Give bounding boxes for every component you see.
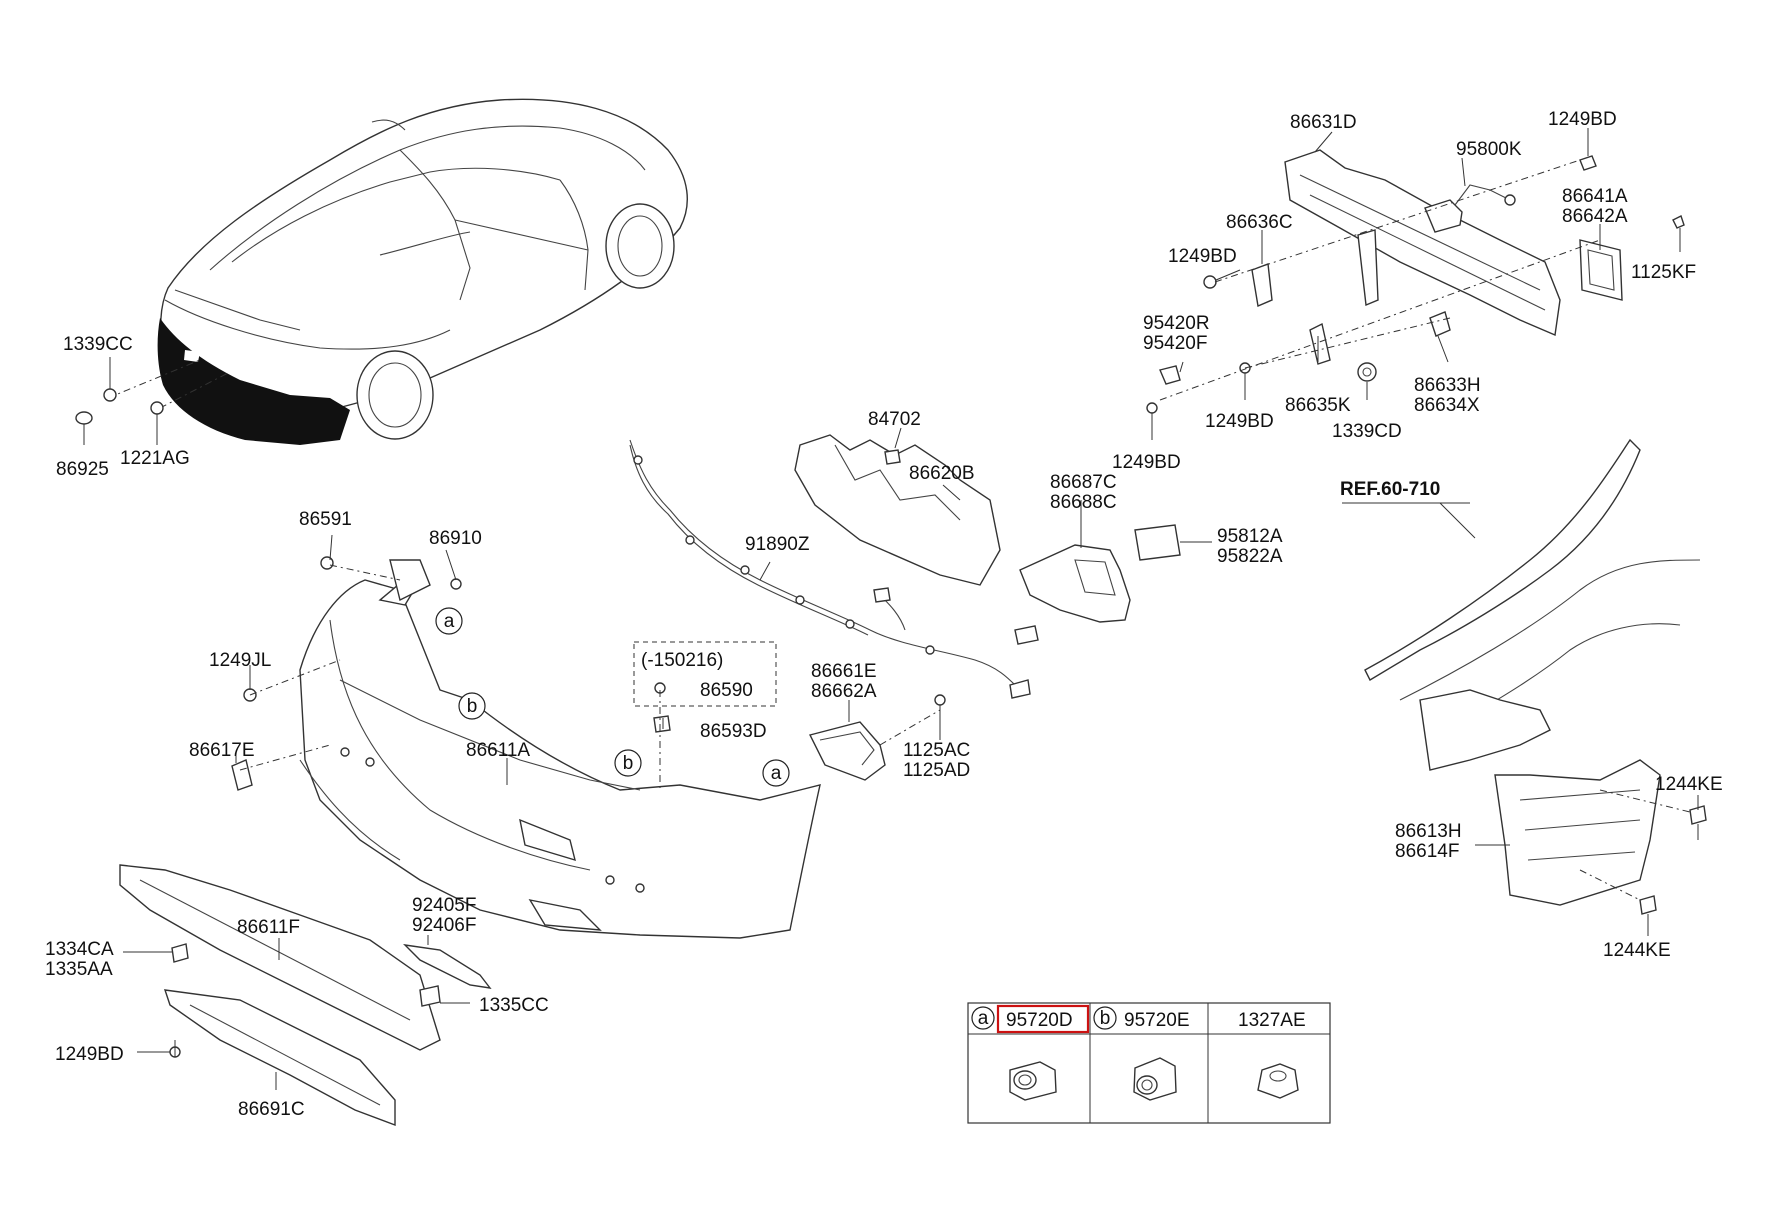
callout-a-1: a: [435, 607, 463, 635]
callout-b-2-text: b: [623, 753, 634, 774]
bracket-86641A: [1579, 239, 1623, 301]
label-86688C: 86688C: [1050, 492, 1117, 513]
fasteners-top-left: [75, 357, 231, 445]
nut-icon: [1257, 1063, 1299, 1099]
label-95800K: 95800K: [1456, 139, 1522, 160]
label-86642A: 86642A: [1562, 206, 1628, 227]
label-86634X: 86634X: [1414, 395, 1480, 416]
legend-col-b: b 95720E: [1093, 1006, 1190, 1101]
callout-b-1: b: [458, 692, 486, 720]
label-86611F: 86611F: [237, 917, 300, 938]
label-86662A: 86662A: [811, 681, 877, 702]
reflector-92405F: [403, 944, 492, 989]
label-86590: 86590: [700, 680, 753, 701]
skid-plate-86691C: [163, 989, 396, 1127]
label-95822A: 95822A: [1217, 546, 1283, 567]
label-92405F: 92405F: [412, 895, 476, 916]
callout-b-2: b: [614, 749, 642, 777]
label-1249BD-bottom: 1249BD: [55, 1044, 124, 1065]
label-1249JL: 1249JL: [209, 650, 271, 671]
bracket-86687C: [1019, 544, 1131, 623]
legend-part-95720E: 95720E: [1124, 1010, 1190, 1031]
label-1244KE-bot: 1244KE: [1603, 940, 1671, 961]
label-86591: 86591: [299, 509, 352, 530]
sensor-95800K: [1424, 184, 1516, 233]
wiring-harness-91890Z: [629, 439, 1039, 699]
label-1335CC: 1335CC: [479, 995, 549, 1016]
label-1249BD-left: 1249BD: [1168, 246, 1237, 267]
label-92406F: 92406F: [412, 915, 476, 936]
label-86687C: 86687C: [1050, 472, 1117, 493]
quarter-panel-ref: [1364, 438, 1701, 771]
callout-a-1-text: a: [444, 611, 455, 632]
ref-label: REF.60-710: [1340, 479, 1440, 500]
sensor-icon: [1133, 1057, 1177, 1101]
module-95812A: [1134, 524, 1212, 561]
leader-lines: [123, 131, 1699, 1090]
label-1221AG: 1221AG: [120, 448, 190, 469]
part-labels: 1339CC 86925 1221AG 86631D 95800K 1249BD…: [45, 109, 1723, 1120]
label-1125AC: 1125AC: [903, 740, 970, 761]
label-86611A: 86611A: [466, 740, 530, 761]
variant-note: (-150216): [641, 650, 723, 671]
label-1249BD-low: 1249BD: [1112, 452, 1181, 473]
label-1125KF: 1125KF: [1631, 262, 1696, 283]
label-86641A: 86641A: [1562, 186, 1628, 207]
sensor-icon: [1009, 1061, 1057, 1101]
label-86910: 86910: [429, 528, 482, 549]
label-1249BD-mid: 1249BD: [1205, 411, 1274, 432]
bumper-cover-86611A: [299, 559, 821, 939]
label-86614F: 86614F: [1395, 841, 1459, 862]
garnish-86611F: [119, 864, 441, 1051]
label-86620B: 86620B: [909, 463, 975, 484]
label-86925: 86925: [56, 459, 109, 480]
label-1244KE-top: 1244KE: [1655, 774, 1723, 795]
shaded-rear-bumper: [157, 318, 350, 445]
legend-col-c: 1327AE: [1238, 1010, 1306, 1099]
small-parts-left: [169, 556, 946, 1058]
legend-col-a: a 95720D: [971, 1004, 1090, 1101]
legend-marker-b: b: [1100, 1008, 1111, 1029]
label-86691C: 86691C: [238, 1099, 305, 1120]
legend-part-1327AE: 1327AE: [1238, 1010, 1306, 1031]
legend-table: a 95720D b 95720E 1327AE: [967, 1002, 1331, 1124]
label-86593D: 86593D: [700, 721, 767, 742]
reflector-86661E: [808, 721, 886, 781]
fasteners-beam: [1146, 128, 1685, 440]
legend-marker-a: a: [978, 1008, 989, 1029]
label-95812A: 95812A: [1217, 526, 1283, 547]
legend-part-95720D: 95720D: [1006, 1010, 1073, 1031]
label-1339CC: 1339CC: [63, 334, 133, 355]
label-86631D: 86631D: [1290, 112, 1357, 133]
car-illustration: [157, 98, 688, 445]
label-1125AD: 1125AD: [903, 760, 970, 781]
callout-b-1-text: b: [467, 696, 478, 717]
label-1339CD: 1339CD: [1332, 421, 1402, 442]
label-86617E: 86617E: [189, 740, 255, 761]
label-86661E: 86661E: [811, 661, 877, 682]
legend-highlight-box: [996, 1004, 1090, 1034]
callout-a-2: a: [762, 759, 790, 787]
label-86613H: 86613H: [1395, 821, 1462, 842]
label-95420R: 95420R: [1143, 313, 1210, 334]
label-95420F: 95420F: [1143, 333, 1207, 354]
label-84702: 84702: [868, 409, 921, 430]
rear-bumper-beam: [1284, 149, 1561, 337]
label-1334CA: 1334CA: [45, 939, 114, 960]
callout-a-2-text: a: [771, 763, 782, 784]
label-1335AA: 1335AA: [45, 959, 113, 980]
bracket-86613H: [1494, 759, 1707, 930]
label-1249BD-top: 1249BD: [1548, 109, 1617, 130]
label-86636C: 86636C: [1226, 212, 1293, 233]
label-91890Z: 91890Z: [745, 534, 810, 555]
label-86635K: 86635K: [1285, 395, 1351, 416]
variant-box: [633, 641, 777, 707]
energy-absorber-86620B: [794, 434, 1001, 586]
label-86633H: 86633H: [1414, 375, 1481, 396]
